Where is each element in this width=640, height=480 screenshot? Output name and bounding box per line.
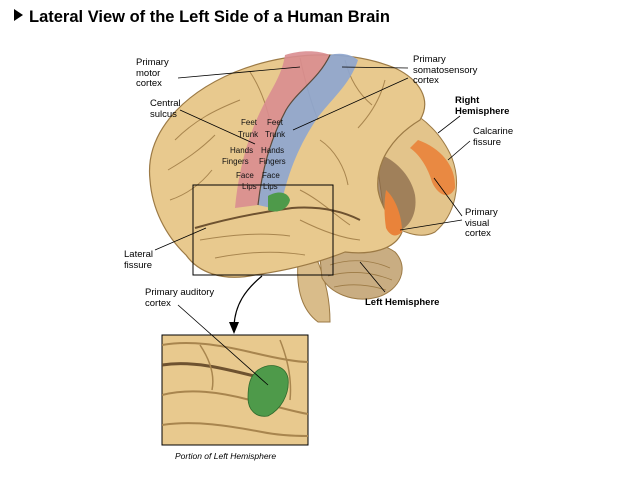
inset-region-box [192, 184, 334, 276]
figure-title: Lateral View of the Left Side of a Human… [14, 8, 390, 27]
label-central-sulcus: Central sulcus [150, 98, 181, 120]
sensory-strip-face: Face [262, 171, 280, 180]
motor-strip-fingers: Fingers [222, 157, 249, 166]
label-primary-somatosensory-cortex: Primary somatosensory cortex [413, 54, 478, 86]
sensory-strip-fingers: Fingers [259, 157, 286, 166]
label-calcarine-fissure: Calcarine fissure [473, 126, 514, 148]
motor-strip-trunk: Trunk [238, 130, 259, 139]
sensory-strip-feet: Feet [267, 118, 284, 127]
label-primary-visual-cortex: Primary visual cortex [465, 207, 498, 239]
label-left-hemisphere: Left Hemisphere [365, 297, 440, 308]
lateral-fissure-line [194, 206, 361, 229]
sensory-strip-lips: Lips [263, 182, 278, 191]
leader-lines [154, 66, 471, 386]
right-visual-cortex [410, 140, 456, 196]
label-lateral-fissure: Lateral fissure [124, 249, 154, 271]
motor-strip-hands: Hands [230, 146, 254, 155]
inset-arrowhead [229, 322, 239, 334]
inset-arrow [233, 275, 263, 327]
central-sulcus-line [257, 54, 331, 206]
motor-cortex-strip [235, 51, 330, 208]
label-primary-motor-cortex: Primary motor cortex [136, 57, 169, 89]
bullet-triangle-icon [14, 9, 23, 21]
figure-title-text: Lateral View of the Left Side of a Human… [29, 8, 390, 26]
inset-auditory-cortex [247, 365, 289, 417]
left-visual-cortex [384, 190, 402, 236]
sensory-strip-trunk: Trunk [265, 130, 286, 139]
sensory-strip-hands: Hands [261, 146, 285, 155]
inset-caption: Portion of Left Hemisphere [175, 451, 277, 461]
somatosensory-cortex-strip [258, 53, 358, 210]
motor-strip-lips: Lips [242, 182, 257, 191]
auditory-cortex-region [268, 192, 290, 212]
motor-strip-face: Face [236, 171, 254, 180]
label-right-hemisphere: Right Hemisphere [455, 95, 510, 117]
motor-strip-feet: Feet [241, 118, 258, 127]
label-primary-auditory-cortex: Primary auditory cortex [145, 287, 215, 309]
